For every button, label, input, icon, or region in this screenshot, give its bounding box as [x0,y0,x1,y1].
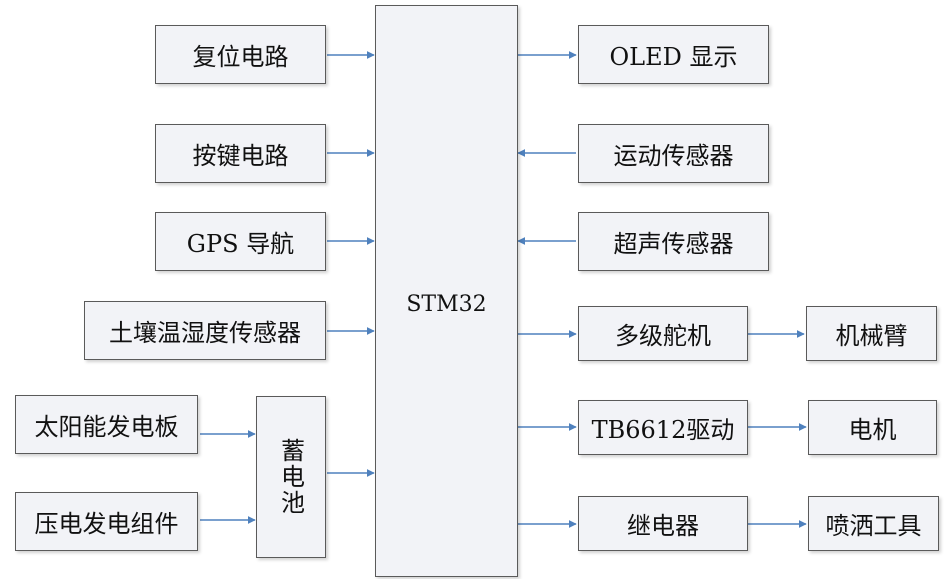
relay-block: 继电器 [578,496,748,551]
motor-block: 电机 [808,400,937,455]
solar-panel-block: 太阳能发电板 [15,395,198,454]
key-circuit-label: 按键电路 [192,142,289,170]
multi-servo-label: 多级舵机 [615,322,711,350]
motion-sensor-label: 运动传感器 [613,142,734,170]
robot-arm-label: 机械臂 [835,322,908,350]
tb6612-driver-label: TB6612驱动 [591,416,735,444]
motion-sensor-block: 运动传感器 [578,124,769,183]
piezo-module-label: 压电发电组件 [34,510,179,538]
spray-tool-label: 喷洒工具 [825,512,922,540]
motor-label: 电机 [848,416,897,444]
soil-sensor-block: 土壤温湿度传感器 [84,301,326,360]
relay-label: 继电器 [627,512,699,540]
reset-circuit-label: 复位电路 [192,43,289,71]
solar-panel-label: 太阳能发电板 [34,413,179,441]
gps-nav-label: GPS 导航 [186,230,295,258]
multi-servo-block: 多级舵机 [578,306,748,361]
ultrasonic-sensor-block: 超声传感器 [578,212,769,271]
tb6612-driver-block: TB6612驱动 [578,400,748,455]
ultrasonic-sensor-label: 超声传感器 [613,230,734,258]
battery-block: 蓄电池 [256,396,326,558]
battery-label: 蓄电池 [276,438,305,516]
key-circuit-block: 按键电路 [155,124,326,183]
oled-display-block: OLED 显示 [578,25,769,84]
stm32-label: STM32 [406,292,487,317]
reset-circuit-block: 复位电路 [155,25,326,84]
stm32-block: STM32 [375,5,518,577]
robot-arm-block: 机械臂 [806,306,937,361]
piezo-module-block: 压电发电组件 [15,492,198,551]
soil-sensor-label: 土壤温湿度传感器 [109,319,301,347]
oled-display-label: OLED 显示 [609,43,738,71]
gps-nav-block: GPS 导航 [155,212,326,271]
spray-tool-block: 喷洒工具 [808,496,939,551]
